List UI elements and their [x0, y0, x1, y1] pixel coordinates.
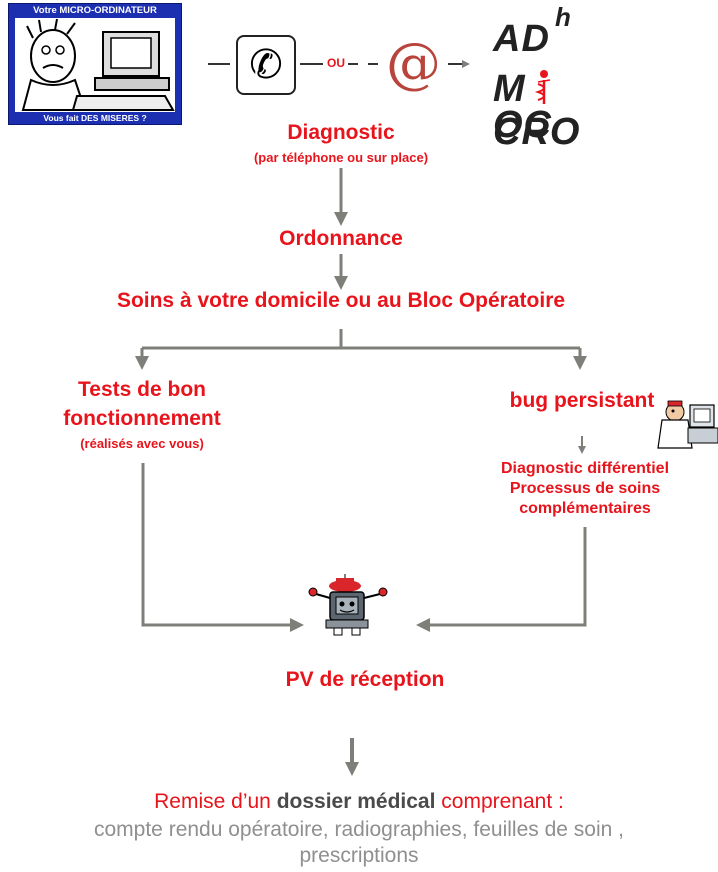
- computer-mascot-icon: [308, 574, 388, 636]
- diagnostic-title: Diagnostic: [287, 121, 395, 144]
- soins-step: Soins à votre domicile ou au Bloc Opérat…: [116, 289, 566, 312]
- frustrated-computer-user-icon: [15, 18, 175, 112]
- tests-step-line2: fonctionnement: [63, 407, 221, 430]
- differential-line1: Diagnostic différentiel: [500, 460, 670, 477]
- remise-line: Remise d’un dossier médical comprenant :: [0, 790, 718, 814]
- ordonnance-step: Ordonnance: [279, 227, 403, 250]
- differential-line3: complémentaires: [519, 500, 651, 517]
- doctor-computer-icon: [657, 400, 718, 449]
- arrow-diff-to-pv: [416, 527, 587, 632]
- arrow-tests-to-pv: [141, 463, 304, 632]
- remise-dossier-medical: dossier médical: [276, 790, 436, 813]
- tests-step-subtitle: (réalisés avec vous): [80, 436, 204, 451]
- logo-panel: Votre MICRO-ORDINATEUR Vous fait DES MIS…: [8, 3, 182, 125]
- remise-part1: Remise d’un: [154, 790, 277, 813]
- phone-icon: ✆: [236, 35, 296, 95]
- at-email-icon: @: [386, 31, 441, 95]
- tests-step-line1: Tests de bon: [78, 378, 206, 401]
- brand-superscript: h: [555, 2, 571, 32]
- caduceus-icon: [534, 70, 551, 104]
- remise-part3: comprenant :: [435, 790, 564, 813]
- differential-step: Diagnostic différentiel Processus de soi…: [470, 459, 700, 519]
- differential-line2: Processus de soins: [509, 480, 661, 497]
- brand-line2: MCRO: [493, 68, 581, 153]
- diagnostic-subtitle: (par téléphone ou sur place): [253, 150, 429, 165]
- remise-details: compte rendu opératoire, radiographies, …: [94, 818, 624, 867]
- ou-label: OU: [327, 56, 345, 70]
- pv-reception-step: PV de réception: [285, 668, 445, 691]
- logo-bottom-text: Vous fait DES MISERES ?: [43, 113, 147, 123]
- brand-line1: ADOC: [493, 18, 552, 146]
- logo-top-text: Votre MICRO-ORDINATEUR: [33, 5, 157, 16]
- bug-step: bug persistant: [509, 389, 655, 412]
